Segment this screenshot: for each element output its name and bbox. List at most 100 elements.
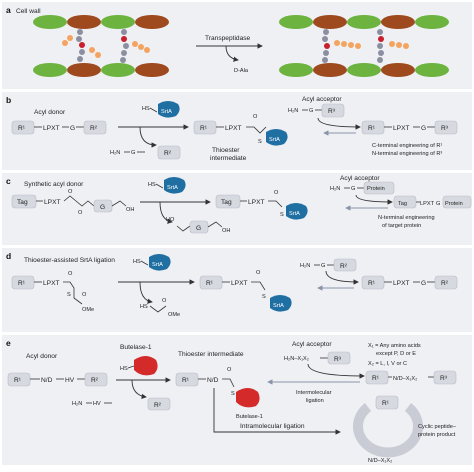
r3-box [321, 103, 345, 118]
acceptor-r3-box [327, 351, 351, 365]
ester-o-label: O [68, 189, 73, 195]
intermediate-tag-box [215, 194, 241, 209]
r2-label: R² [91, 377, 99, 384]
acceptor-r2-box [333, 258, 357, 272]
product-r1-box [365, 370, 389, 385]
r1-label: R¹ [18, 125, 26, 132]
lpxt-label: LPXT [44, 199, 61, 206]
product-r1-box [361, 275, 385, 290]
acceptor-g-label: G [309, 108, 313, 114]
ring-r1-box [375, 395, 399, 410]
intermediate-r1-label: R¹ [200, 125, 208, 132]
r1-label: R¹ [18, 280, 26, 287]
ome-leaving-label: OMe [168, 312, 180, 318]
acyl-acceptor-label: Acyl acceptor [302, 96, 342, 103]
panel-a-letter: a [6, 5, 11, 15]
brown-glycan [381, 63, 415, 77]
panel-a: a Cell wall [2, 2, 472, 89]
d-ala-label: D-Ala [234, 68, 249, 74]
nd-label: N/D [41, 377, 53, 384]
acceptor-r2-label: R² [340, 263, 348, 270]
butelase-bound-enzyme [236, 388, 260, 408]
r2-leaving-box [147, 397, 171, 411]
r2-box [83, 120, 107, 135]
acceptor-g-label: G [321, 263, 325, 269]
product-tag-label: Tag [398, 201, 407, 207]
ligation-arrow [325, 270, 359, 285]
cell-wall-right [279, 15, 449, 77]
intermediate-r1-box [175, 372, 199, 387]
note-n-terminal: N-terminal engineering of R³ [372, 151, 442, 157]
srta-label: SrtA [152, 262, 163, 268]
peptide-stem [62, 29, 101, 62]
srta-bound-enzyme [286, 203, 308, 220]
product-r2-label: R² [441, 280, 449, 287]
product-g-label: G [421, 125, 426, 132]
cyclic-label-1: Cyclic peptide– [418, 424, 457, 430]
protein-box [363, 181, 395, 195]
product-r3-label: R³ [440, 375, 448, 382]
hv-label: HV [65, 377, 75, 384]
intramolecular-label: Intramolecular ligation [240, 423, 305, 430]
o-leaving-label: O [162, 298, 167, 304]
panel-c: c Synthetic acyl donor Tag LPXT O O G OH… [2, 173, 472, 245]
product-lpxt-label: LPXT [393, 125, 410, 132]
product-g-label: G [421, 280, 426, 287]
acyl-acceptor-label: Acyl acceptor [340, 175, 380, 182]
r1-box [11, 275, 35, 290]
green-glycan [347, 15, 381, 29]
intermolecular-arrow [307, 363, 365, 379]
release-arrow [139, 126, 157, 148]
brown-glycan [381, 15, 415, 29]
thioester-label-line1: Thioester [212, 147, 240, 154]
release-arrow [131, 379, 147, 400]
ligation-arrow [317, 117, 361, 130]
cell-wall-left [33, 15, 169, 77]
green-glycan [415, 15, 449, 29]
hv-leaving-label: HV [93, 401, 101, 407]
g-nucleophile-label: G [131, 150, 135, 156]
ligation-arrow [355, 194, 393, 205]
transpeptidase-label: Transpeptidase [205, 35, 251, 42]
note-n-terminal-2: of target protein [382, 223, 421, 229]
ring-r1-label: R¹ [382, 400, 390, 407]
r1-box [11, 120, 35, 135]
x1-note-1: X₁ = Any amino acids [368, 343, 421, 349]
panel-b-letter: b [6, 95, 11, 105]
r3-label: R³ [328, 108, 336, 115]
green-glycan [33, 15, 67, 29]
intramolecular-arrow [213, 388, 341, 435]
r2-leaving-label: R² [154, 402, 162, 409]
panel-c-title: Synthetic acyl donor [24, 181, 84, 188]
h2n-label: H₂N [72, 401, 82, 407]
intermediate-tag-label: Tag [221, 199, 232, 206]
panel-d-background [2, 248, 472, 332]
ester-o2-label: O [78, 210, 83, 216]
r1-box [7, 372, 31, 387]
panel-e-title: Acyl donor [26, 353, 58, 360]
release-arrow [139, 281, 153, 304]
intermolecular-label-2: ligation [306, 398, 324, 404]
green-glycan [415, 63, 449, 77]
s-label: S [67, 292, 71, 298]
intermediate-s-label: S [262, 294, 266, 300]
lpxt-label: LPXT [43, 125, 60, 132]
intermediate-r1-label: R¹ [182, 377, 190, 384]
srta-bound-enzyme [270, 295, 292, 312]
x2-note: X₂ = L, I, V or C [368, 361, 407, 367]
srta-bound-label: SrtA [273, 303, 284, 309]
acyl-acceptor-label: Acyl acceptor [292, 341, 332, 348]
r1-label: R¹ [14, 377, 22, 384]
panel-a-title: Cell wall [16, 8, 41, 15]
intermediate-r1-box [193, 120, 217, 135]
acceptor-h2n-label: H₂N [300, 263, 310, 269]
brown-glycan [135, 63, 169, 77]
green-glycan [347, 63, 381, 77]
lpxt-label: LPXT [43, 280, 60, 287]
panel-b-title: Acyl donor [34, 109, 66, 116]
product-r3-box [434, 120, 458, 135]
product-lpxt-label: LPXT [393, 280, 410, 287]
carbonyl-o-label: O [274, 190, 279, 196]
